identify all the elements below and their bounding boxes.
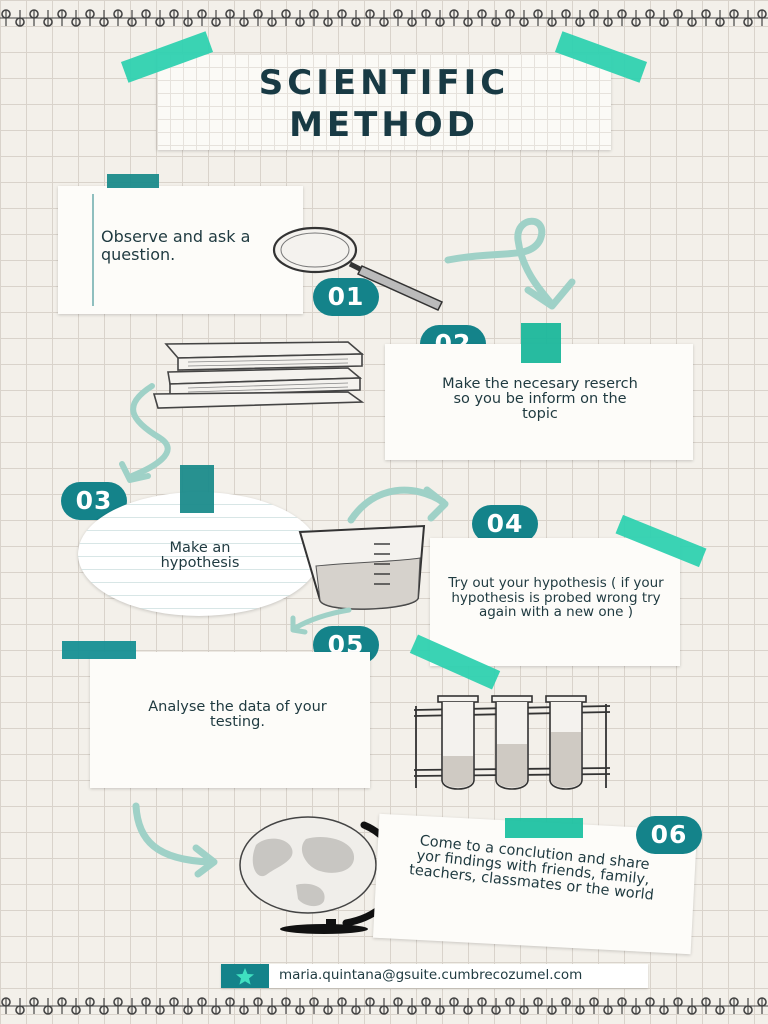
step-3-text: Make an hypothesis (160, 540, 240, 571)
step-6-tape (505, 818, 583, 838)
step-1-badge: 01 (313, 278, 379, 316)
test-tubes-icon (413, 695, 611, 790)
step-4-badge: 04 (472, 505, 538, 543)
step-1-text: Observe and ask a question. (101, 227, 251, 264)
star-icon (221, 964, 269, 988)
magnifying-glass-icon (272, 226, 444, 311)
email-text: maria.quintana@gsuite.cumbrecozumel.com (279, 967, 583, 983)
title-line-1: SCIENTIFIC (258, 63, 510, 103)
step-5-text: Analyse the data of your testing. (148, 699, 327, 730)
step-4-text: Try out your hypothesis ( if your hypoth… (448, 575, 664, 620)
arrow-icon-2 (119, 383, 171, 483)
step-2-text: Make the necesary reserch so you be info… (442, 376, 638, 422)
beaker-icon (298, 524, 426, 610)
arrow-icon-4 (290, 607, 352, 635)
arrow-icon-5 (132, 802, 218, 878)
books-icon (152, 341, 365, 409)
title-line-2: METHOD (289, 105, 479, 145)
step-5-card (90, 652, 370, 788)
step-2-card (385, 344, 693, 460)
step-6-badge: 06 (636, 816, 702, 854)
arrow-icon-3 (347, 486, 449, 524)
step-3-tape (180, 465, 214, 513)
top-chain-border (0, 9, 768, 27)
step-1-card (58, 186, 303, 314)
email-bar: maria.quintana@gsuite.cumbrecozumel.com (221, 964, 648, 988)
globe-icon (239, 816, 402, 934)
arrow-icon-1 (444, 217, 576, 310)
step-1-margin-line (92, 194, 94, 306)
step-2-tape (521, 323, 561, 363)
title-card: SCIENTIFIC METHOD (157, 54, 611, 150)
step-1-tape (107, 174, 159, 188)
step-4-card (430, 538, 680, 666)
step-5-tape (62, 641, 136, 659)
bottom-chain-border (0, 997, 768, 1015)
